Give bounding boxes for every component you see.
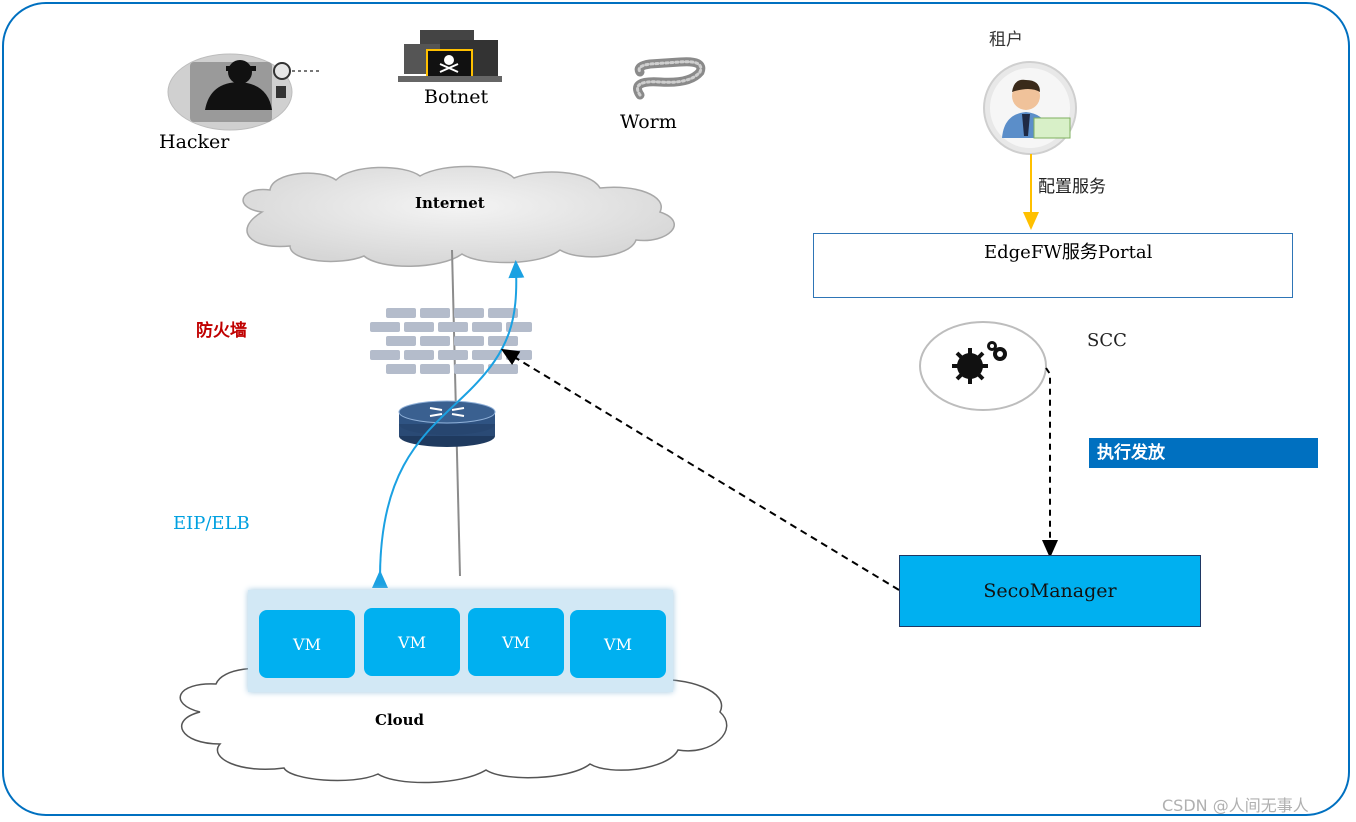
cloud-label: Cloud: [375, 711, 425, 729]
vm-box[interactable]: VM: [364, 608, 460, 676]
hacker-label: Hacker: [159, 131, 230, 153]
hacker-icon: [167, 53, 320, 131]
scc-arrow: [1042, 367, 1058, 558]
deploy-arrow: [500, 348, 900, 591]
internet-cloud: [242, 165, 675, 267]
gears-icon: [919, 321, 1047, 411]
vm-box[interactable]: VM: [570, 610, 666, 678]
edgefw-portal[interactable]: EdgeFW服务Portal: [813, 233, 1293, 298]
vm-box[interactable]: VM: [468, 608, 564, 676]
secomanager-box[interactable]: SecoManager: [899, 555, 1201, 627]
worm-label: Worm: [620, 111, 677, 133]
watermark: CSDN @人间无事人: [1162, 796, 1309, 815]
firewall-label: 防火墙: [196, 321, 247, 341]
botnet-label: Botnet: [424, 86, 489, 108]
portal-label: EdgeFW服务Portal: [984, 242, 1153, 263]
internet-label: Internet: [415, 194, 485, 212]
botnet-icon: [398, 30, 502, 82]
execute-deploy-badge: 执行发放: [1089, 438, 1318, 468]
firewall-brick-icon: [370, 308, 532, 374]
vm-tray: VM VM VM VM: [248, 590, 673, 692]
eip-elb-label: EIP/ELB: [173, 513, 250, 534]
vm-label: VM: [604, 634, 632, 654]
tenant-label: 租户: [989, 30, 1023, 50]
traffic-arrow: [371, 260, 525, 589]
worm-icon: [633, 57, 706, 100]
router-icon: [398, 400, 496, 447]
configure-service-label: 配置服务: [1038, 177, 1106, 197]
scc-label: SCC: [1087, 330, 1127, 351]
vm-label: VM: [293, 634, 321, 654]
user-avatar-icon: [983, 61, 1077, 155]
vm-box[interactable]: VM: [259, 610, 355, 678]
vm-label: VM: [398, 632, 426, 652]
vm-label: VM: [502, 632, 530, 652]
